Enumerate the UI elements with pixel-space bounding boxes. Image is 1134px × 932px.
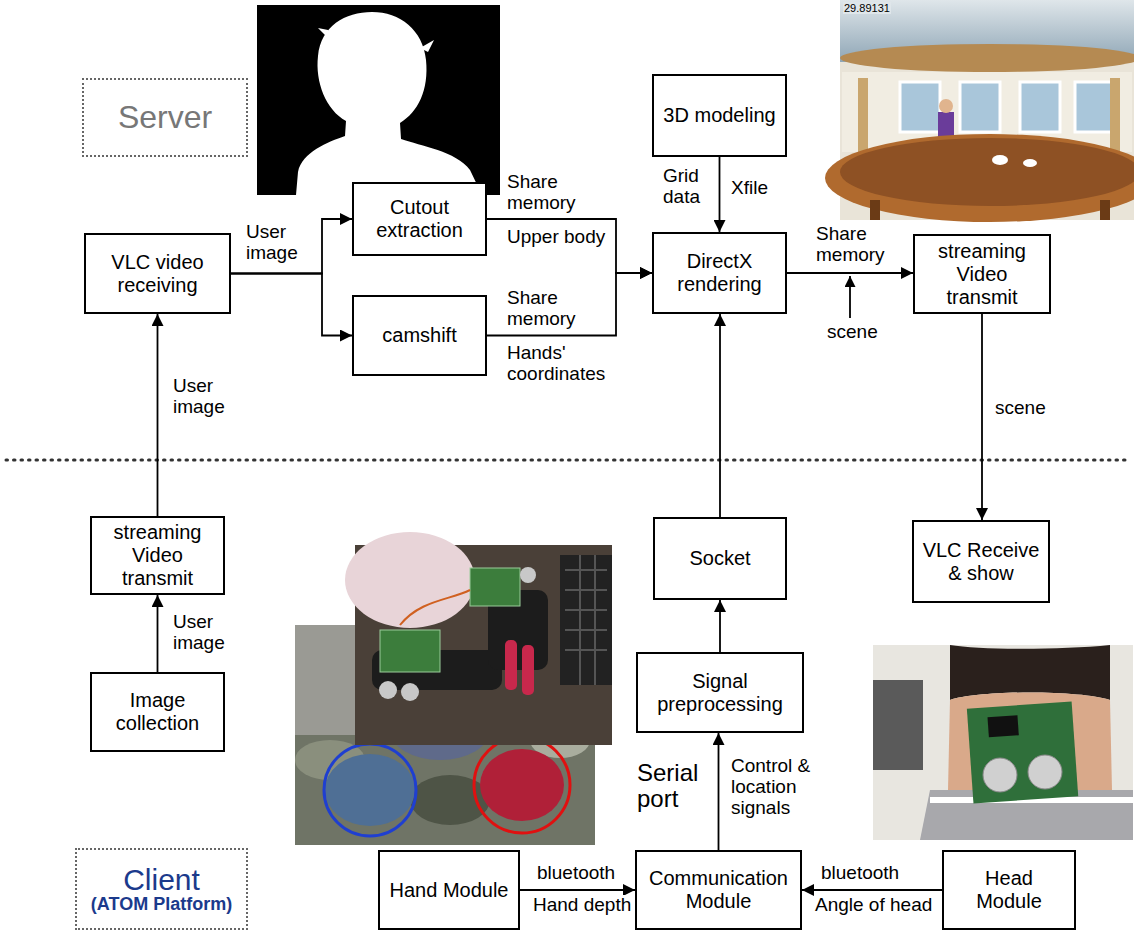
- edge-label: Control & location signals: [730, 756, 836, 819]
- process-box: Socket: [653, 517, 787, 600]
- node-text: Client: [123, 864, 200, 896]
- edge-label: Xfile: [730, 178, 769, 199]
- edge-label: User image: [172, 612, 236, 654]
- node-text: Server: [118, 99, 212, 136]
- process-box: VLC Receive & show: [912, 520, 1050, 603]
- node-text: VLC Receive & show: [920, 539, 1042, 585]
- annotation-label: Serial port: [636, 760, 714, 813]
- virtual-scene-image: [825, 0, 1134, 222]
- connector-arrow: [231, 274, 352, 336]
- connector-arrow: [487, 273, 652, 336]
- annotation-label: 29.89131: [843, 2, 891, 14]
- connector-arrow: [718, 733, 720, 850]
- silhouette-image: [257, 5, 500, 195]
- node-text: Head Module: [950, 867, 1068, 913]
- process-box: Communication Module: [635, 850, 802, 930]
- connector-arrow: [802, 889, 942, 891]
- node-text: camshift: [382, 324, 456, 347]
- process-box: Image collection: [90, 672, 225, 752]
- node-text: VLC video receiving: [92, 251, 223, 297]
- annotation-label: scene: [826, 322, 879, 343]
- node-text: Communication Module: [643, 867, 794, 913]
- connector-arrow: [487, 219, 652, 273]
- annotation-label: Hand depth: [532, 895, 632, 916]
- platform-label-box: Client(ATOM Platform): [75, 848, 248, 930]
- tier-separator: [6, 459, 1128, 462]
- process-box: streaming Video transmit: [913, 234, 1051, 314]
- edge-label: scene: [994, 398, 1047, 419]
- process-box: DirectX rendering: [652, 232, 787, 314]
- scene-input-arrow: [849, 276, 851, 318]
- node-text: (ATOM Platform): [91, 895, 232, 914]
- connector-arrow: [981, 314, 983, 520]
- annotation-label: Angle of head: [814, 895, 933, 916]
- process-box: Hand Module: [378, 850, 520, 930]
- connector-arrow: [719, 314, 721, 517]
- node-text: streaming Video transmit: [98, 521, 217, 590]
- edge-label: bluetooth: [820, 863, 900, 884]
- process-box: 3D modeling: [652, 74, 787, 157]
- node-text: Hand Module: [390, 879, 509, 902]
- annotation-label: Hands' coordinates: [506, 343, 612, 385]
- connector-arrow: [157, 314, 159, 516]
- edge-label: bluetooth: [536, 863, 616, 884]
- connector-arrow: [719, 600, 721, 652]
- connector-arrow: [719, 157, 721, 232]
- process-box: Cutout extraction: [352, 182, 487, 256]
- connector-arrow: [520, 889, 635, 891]
- annotation-label: Grid data: [662, 166, 714, 208]
- annotation-label: Upper body: [506, 227, 606, 248]
- platform-label-box: Server: [82, 78, 248, 157]
- process-box: streaming Video transmit: [90, 516, 225, 595]
- process-box: Signal preprocessing: [636, 652, 804, 733]
- edge-label: Share memory: [815, 224, 897, 266]
- edge-label: Share memory: [506, 288, 608, 330]
- node-text: 3D modeling: [663, 104, 775, 127]
- edge-label: Share memory: [506, 172, 608, 214]
- glove-photo-upper: [345, 532, 612, 745]
- process-box: Head Module: [942, 850, 1076, 930]
- node-text: Socket: [689, 547, 750, 570]
- connector-arrow: [157, 595, 159, 672]
- node-text: DirectX rendering: [660, 250, 779, 296]
- process-box: VLC video receiving: [84, 233, 231, 314]
- node-text: streaming Video transmit: [921, 240, 1043, 309]
- process-box: camshift: [352, 295, 487, 376]
- node-text: Signal preprocessing: [644, 670, 796, 716]
- edge-label: User image: [172, 376, 236, 418]
- head-module-photo: [873, 645, 1133, 840]
- connector-arrow: [231, 219, 352, 274]
- node-text: Cutout extraction: [360, 196, 479, 242]
- edge-label: User image: [245, 222, 309, 264]
- connector-arrow: [787, 272, 913, 274]
- node-text: Image collection: [98, 689, 217, 735]
